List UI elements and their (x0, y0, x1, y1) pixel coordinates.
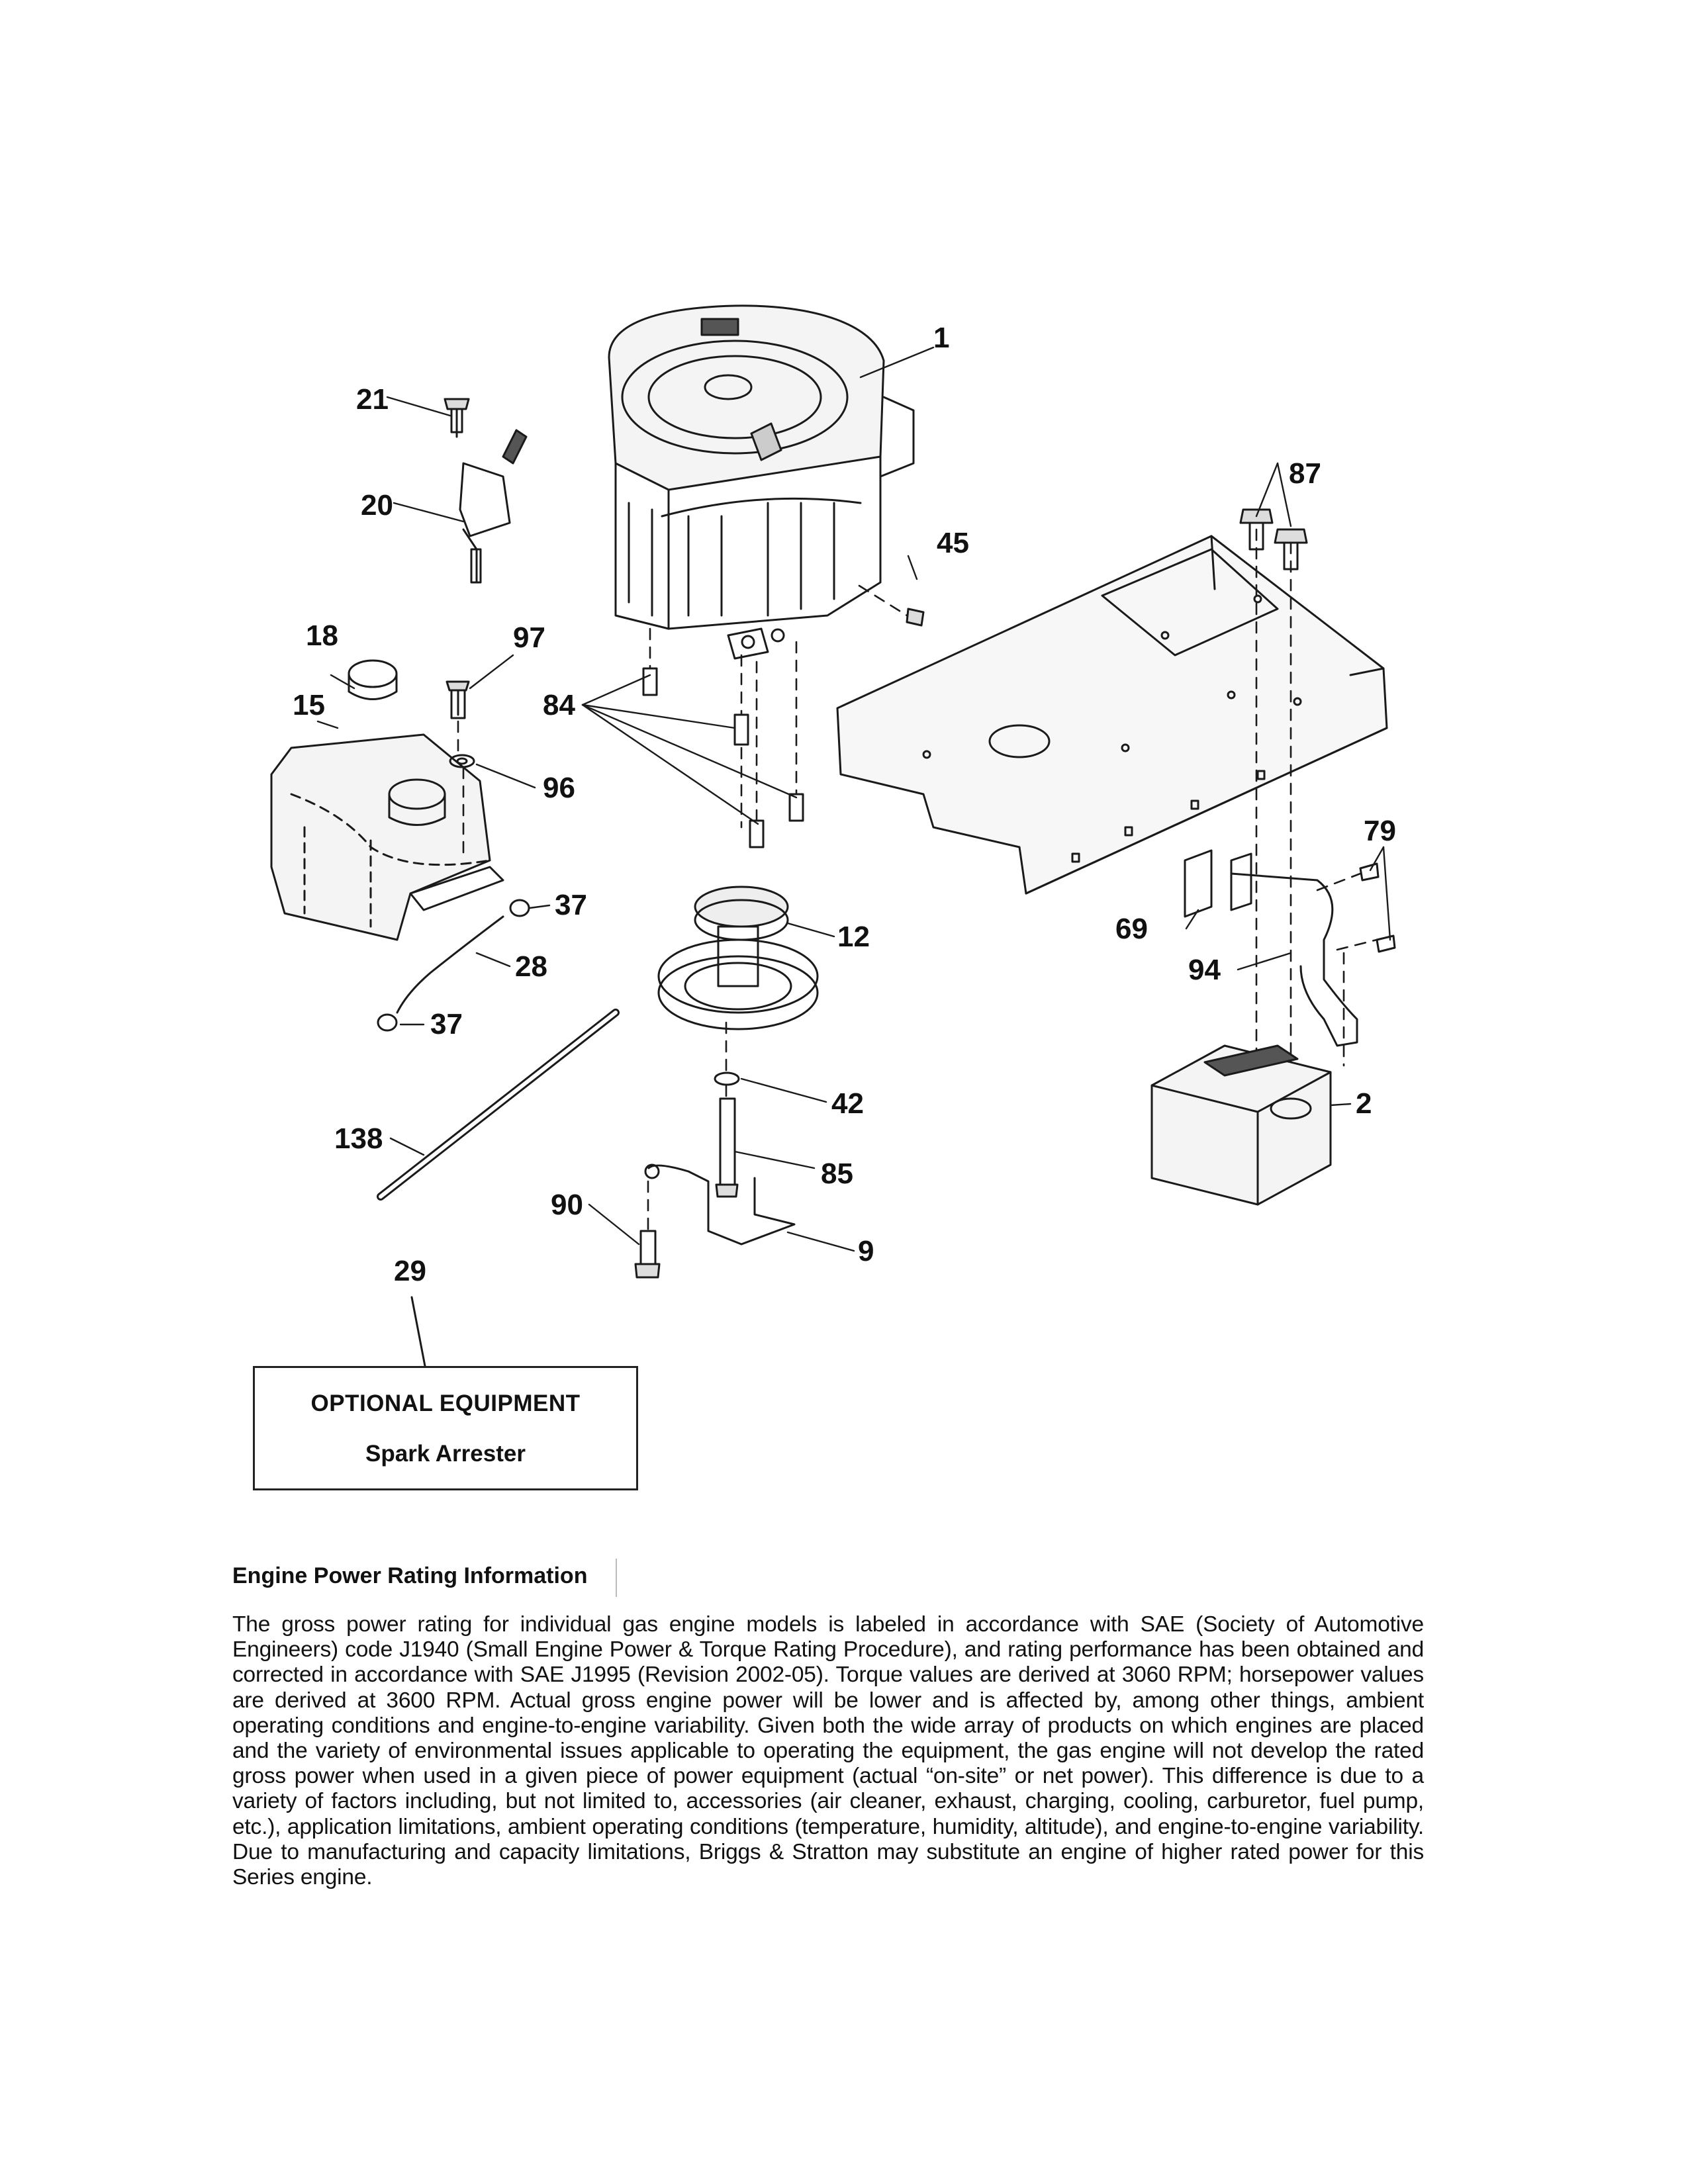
part-label-45: 45 (937, 527, 969, 559)
part-label-90: 90 (551, 1189, 583, 1221)
fuel-cap-illustration (348, 659, 398, 700)
optional-equipment-box: OPTIONAL EQUIPMENT Spark Arrester (253, 1366, 638, 1490)
part-label-28: 28 (515, 950, 547, 983)
title-divider (616, 1559, 617, 1597)
engine-illustration (608, 304, 915, 660)
part-label-138: 138 (334, 1122, 383, 1155)
part-label-9: 9 (858, 1235, 874, 1267)
tank-bolt-illustration (445, 680, 475, 768)
part-label-18: 18 (306, 619, 338, 652)
part-label-85: 85 (821, 1158, 853, 1190)
part-label-37a: 37 (555, 889, 587, 921)
part-label-96: 96 (543, 772, 575, 804)
part-label-87: 87 (1289, 457, 1321, 490)
part-label-12: 12 (837, 921, 870, 953)
rating-info-body: The gross power rating for individual ga… (232, 1612, 1424, 1890)
part-label-37b: 37 (430, 1008, 463, 1040)
part-label-2: 2 (1356, 1087, 1372, 1120)
engine-bolts-illustration (642, 667, 804, 848)
pulley-bolt-illustration (634, 1071, 796, 1279)
exhaust-illustration (1184, 849, 1358, 1047)
part-label-42: 42 (831, 1087, 864, 1120)
part-label-1: 1 (933, 322, 949, 354)
muffler-illustration (1150, 1044, 1332, 1206)
part-label-20: 20 (361, 489, 393, 522)
throttle-control-illustration (444, 398, 528, 584)
part-label-84: 84 (543, 689, 575, 721)
part-label-29: 29 (394, 1255, 426, 1287)
rating-info-title: Engine Power Rating Information (232, 1563, 588, 1588)
tube-illustration (377, 1009, 620, 1201)
assembly-lines (457, 528, 1378, 1232)
fuel-tank-illustration (270, 733, 504, 941)
part-labels: 1 2 9 12 15 18 20 21 28 29 37 37 42 45 6… (293, 322, 1396, 1287)
part-label-15: 15 (293, 689, 325, 721)
chassis-illustration (836, 535, 1388, 895)
optional-equipment-item: Spark Arrester (365, 1441, 526, 1467)
part-label-69: 69 (1115, 913, 1148, 945)
part-label-94: 94 (1188, 954, 1221, 986)
parts-diagram: 1 2 9 12 15 18 20 21 28 29 37 37 42 45 6… (270, 304, 1396, 1367)
part-label-79: 79 (1364, 815, 1396, 847)
leader-lines (316, 346, 1391, 1252)
optional-equipment-heading: OPTIONAL EQUIPMENT (310, 1390, 581, 1416)
part-label-97: 97 (513, 621, 545, 654)
part-label-21: 21 (356, 383, 389, 416)
pulley-illustration (657, 886, 819, 1030)
